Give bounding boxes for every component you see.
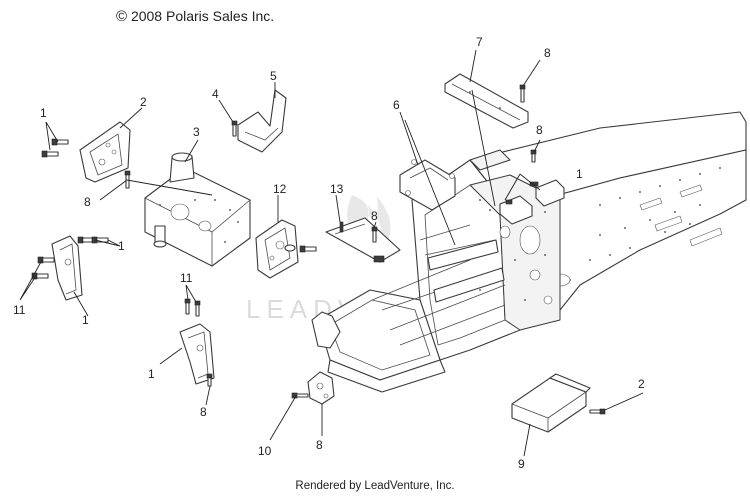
screw-icon [206,373,213,387]
footer-credit: Rendered by LeadVenture, Inc. [295,480,455,492]
screw-icon [371,226,378,243]
screw-icon [194,300,201,317]
copyright-symbol: © [116,8,128,25]
callout-label: 2 [638,377,645,391]
screw-icon [530,149,537,163]
callout-label: 11 [13,303,26,317]
housing-rivets [159,199,239,243]
part-10-bracket [307,371,335,405]
part-13-bracket [499,179,565,225]
screw-icon [589,408,606,415]
part-9-skid-plate [511,373,591,433]
screw-icon [124,170,131,189]
part-7-tunnel-cover [444,73,529,129]
callout-label: 13 [330,182,344,196]
callout-label: 8 [536,123,543,137]
screw-icon [519,84,526,103]
callout-label: 1 [40,106,47,120]
callout-label: 8 [316,438,323,452]
fasteners [31,84,606,415]
callout-label: 7 [476,35,483,49]
screw-icon [231,120,238,137]
part-11-center-mount [179,323,215,385]
chassis-frame [311,111,747,393]
part-2-left-bracket [79,121,131,183]
callout-label: 3 [193,125,200,139]
part-12-plate [325,217,401,263]
callout-label: 5 [270,69,277,83]
screw-icon [77,236,95,244]
callout-label: 1 [118,239,125,253]
callout-label: 6 [393,98,400,112]
callout-labels: 1 2 3 4 5 6 7 8 8 8 8 2 12 13 1 1 11 1 1… [13,35,645,471]
screw-icon [299,245,317,253]
callout-label: 8 [84,195,91,209]
callout-label: 9 [518,457,525,471]
screw-icon [291,392,309,399]
callout-label: 8 [200,405,207,419]
callout-label: 1 [82,313,89,327]
leader-lines [19,49,644,457]
callout-label: 1 [148,367,155,381]
callout-label: 1 [576,167,583,181]
part-3-column-housing [144,152,251,267]
callout-label: 8 [371,209,378,223]
screw-icon [184,298,191,315]
copyright-text: 2008 Polaris Sales Inc. [130,8,275,24]
callout-label: 12 [273,182,287,196]
callout-label: 4 [212,87,219,101]
part-11-left-mount [51,235,83,301]
callout-label: 8 [544,46,551,60]
screw-icon [41,150,59,158]
callout-label: 10 [258,444,272,458]
part-6-bracket [399,159,456,211]
screw-icon [51,138,69,146]
callout-label: 11 [180,271,193,285]
part-2-center-bracket [255,219,299,279]
part-5-heat-shield [237,89,287,153]
callout-label: 2 [140,95,147,109]
copyright-notice: © 2008 Polaris Sales Inc. [116,8,274,25]
